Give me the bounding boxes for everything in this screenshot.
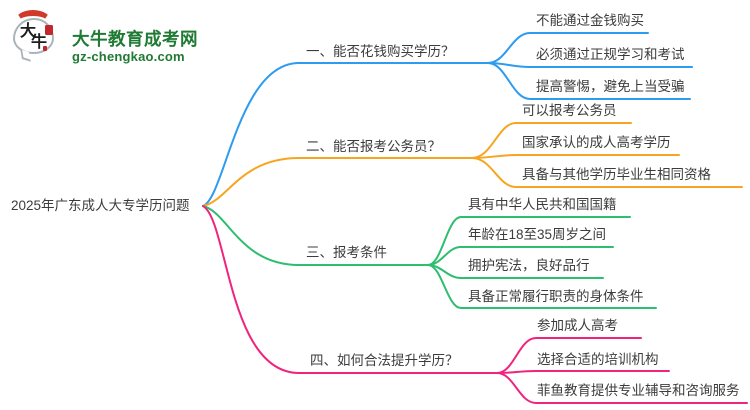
branch3-leaf4-line <box>427 264 657 309</box>
branch2-leaf1[interactable]: 可以报考公务员 <box>522 103 617 118</box>
branch1-lines <box>202 32 693 207</box>
branch2-leaf3-line <box>471 157 743 188</box>
logo-red-seal <box>45 25 53 35</box>
branch1-leaf2-line <box>487 62 693 68</box>
branch4-trunk-line <box>202 205 498 374</box>
branch2-leaf1-line <box>471 122 632 159</box>
branch3-leaf3[interactable]: 拥护宪法，良好品行 <box>468 258 590 273</box>
logo-site-name: 大牛教育成考网 <box>72 29 198 49</box>
branch1-leaf1[interactable]: 不能通过金钱购买 <box>536 13 644 28</box>
logo-char-da: 大 <box>20 23 37 40</box>
logo-red-arc <box>15 10 51 32</box>
branch4-leaf3-line <box>496 372 748 404</box>
branch4-leaf3[interactable]: 菲鱼教育提供专业辅导和咨询服务 <box>537 383 740 398</box>
branch2-label[interactable]: 二、能否报考公务员？ <box>306 139 441 154</box>
branch1-leaf2[interactable]: 必须通过正规学习和考试 <box>536 47 685 62</box>
site-logo: 大 牛 大牛教育成考网 gz-chengkao.com <box>12 8 198 66</box>
branch3-leaf1[interactable]: 具有中华人民共和国国籍 <box>468 197 617 212</box>
branch3-leaf4[interactable]: 具备正常履行职责的身体条件 <box>468 289 644 304</box>
branch2-leaf3[interactable]: 具备与其他学历毕业生相同资格 <box>522 167 711 182</box>
branch4-label[interactable]: 四、如何合法提升学历？ <box>310 353 459 368</box>
branch4-leaf2-line <box>496 370 670 374</box>
branch2-trunk-line <box>202 157 473 207</box>
branch1-leaf3-line <box>487 62 691 100</box>
branch4-leaf2[interactable]: 选择合适的培训机构 <box>537 352 659 367</box>
branch2-leaf2-line <box>471 154 680 159</box>
branch2-lines <box>202 122 743 207</box>
branch3-lines <box>202 205 657 309</box>
branch1-label[interactable]: 一、能否花钱购买学历？ <box>306 44 455 59</box>
branch3-trunk-line <box>202 205 429 266</box>
branch1-leaf3[interactable]: 提高警惕，避免上当受骗 <box>536 79 685 94</box>
branch3-leaf2-line <box>427 246 614 266</box>
branch2-leaf2[interactable]: 国家承认的成人高考学历 <box>522 135 671 150</box>
branch4-leaf1[interactable]: 参加成人高考 <box>537 318 618 333</box>
logo-red-mark <box>43 46 47 51</box>
branch3-label[interactable]: 三、报考条件 <box>306 245 387 260</box>
branch3-leaf2[interactable]: 年龄在18至35周岁之间 <box>468 227 607 242</box>
logo-speech-bubble <box>13 18 54 54</box>
logo-site-domain: gz-chengkao.com <box>72 49 185 64</box>
root-topic[interactable]: 2025年广东成人大专学历问题 <box>11 198 190 213</box>
daniu-bull-logo-icon: 大 牛 <box>12 10 58 62</box>
branch1-leaf1-line <box>487 32 649 64</box>
branch4-lines <box>202 205 748 404</box>
branch4-leaf1-line <box>496 337 642 374</box>
branch1-trunk-line <box>202 62 489 207</box>
